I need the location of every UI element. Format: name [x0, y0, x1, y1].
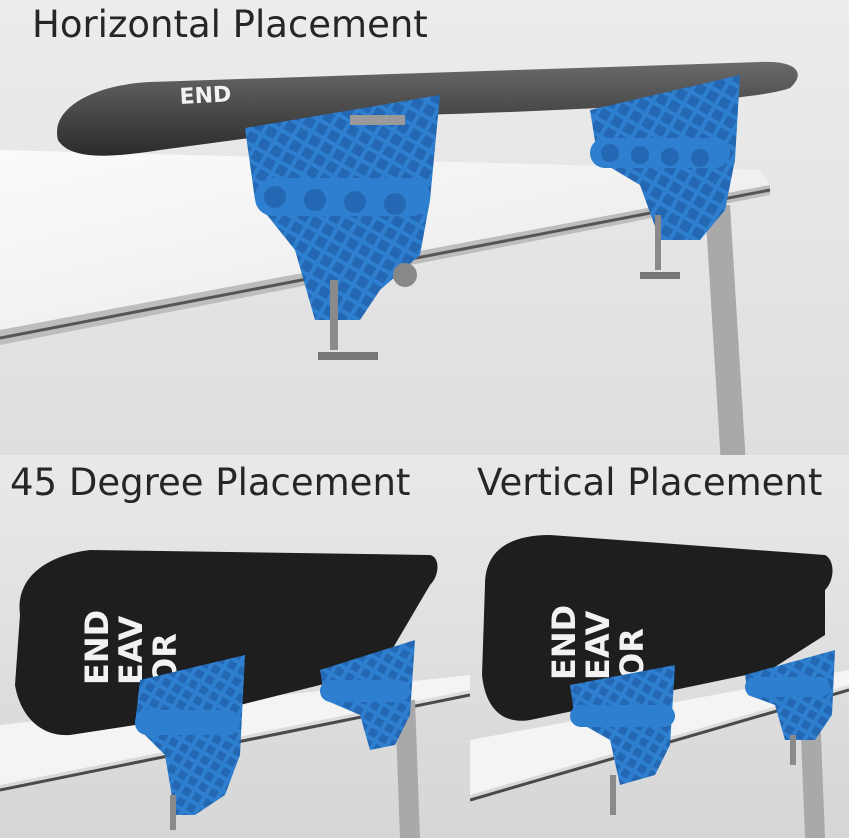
- horizontal-placement-photo: END: [0, 61, 798, 530]
- snowboard: [15, 550, 438, 736]
- snowboard-print-line2: EAV: [579, 611, 617, 680]
- snowboard-print-line1: END: [545, 605, 583, 680]
- vertical-placement-panel: Vertical Placement END EAV OR: [470, 455, 849, 838]
- vise-clamp-right: [745, 650, 835, 765]
- snowboard-print-line2: EAV: [112, 616, 150, 685]
- snowboard: [482, 535, 833, 721]
- snowboard-print-line1: END: [78, 610, 116, 685]
- vertical-placement-heading: Vertical Placement: [477, 461, 823, 504]
- vise-clamp-left: [570, 665, 675, 815]
- vise-clamp-left: [135, 655, 245, 830]
- vise-clamp-left: [245, 95, 440, 360]
- vise-clamp-right: [590, 75, 740, 279]
- vise-clamp-right: [320, 640, 415, 750]
- horizontal-placement-heading: Horizontal Placement: [32, 3, 428, 46]
- table-leg: [800, 710, 825, 838]
- snowboard-print: END: [179, 82, 232, 110]
- horizontal-placement-panel: Horizontal Placement END: [0, 0, 849, 530]
- table-leg: [705, 205, 750, 530]
- degree45-placement-panel: 45 Degree Placement END EAV OR: [0, 455, 470, 838]
- table-leg: [395, 700, 420, 838]
- degree45-placement-heading: 45 Degree Placement: [10, 461, 411, 504]
- degree45-placement-photo: END EAV OR: [0, 550, 470, 838]
- vertical-placement-photo: END EAV OR: [470, 535, 849, 838]
